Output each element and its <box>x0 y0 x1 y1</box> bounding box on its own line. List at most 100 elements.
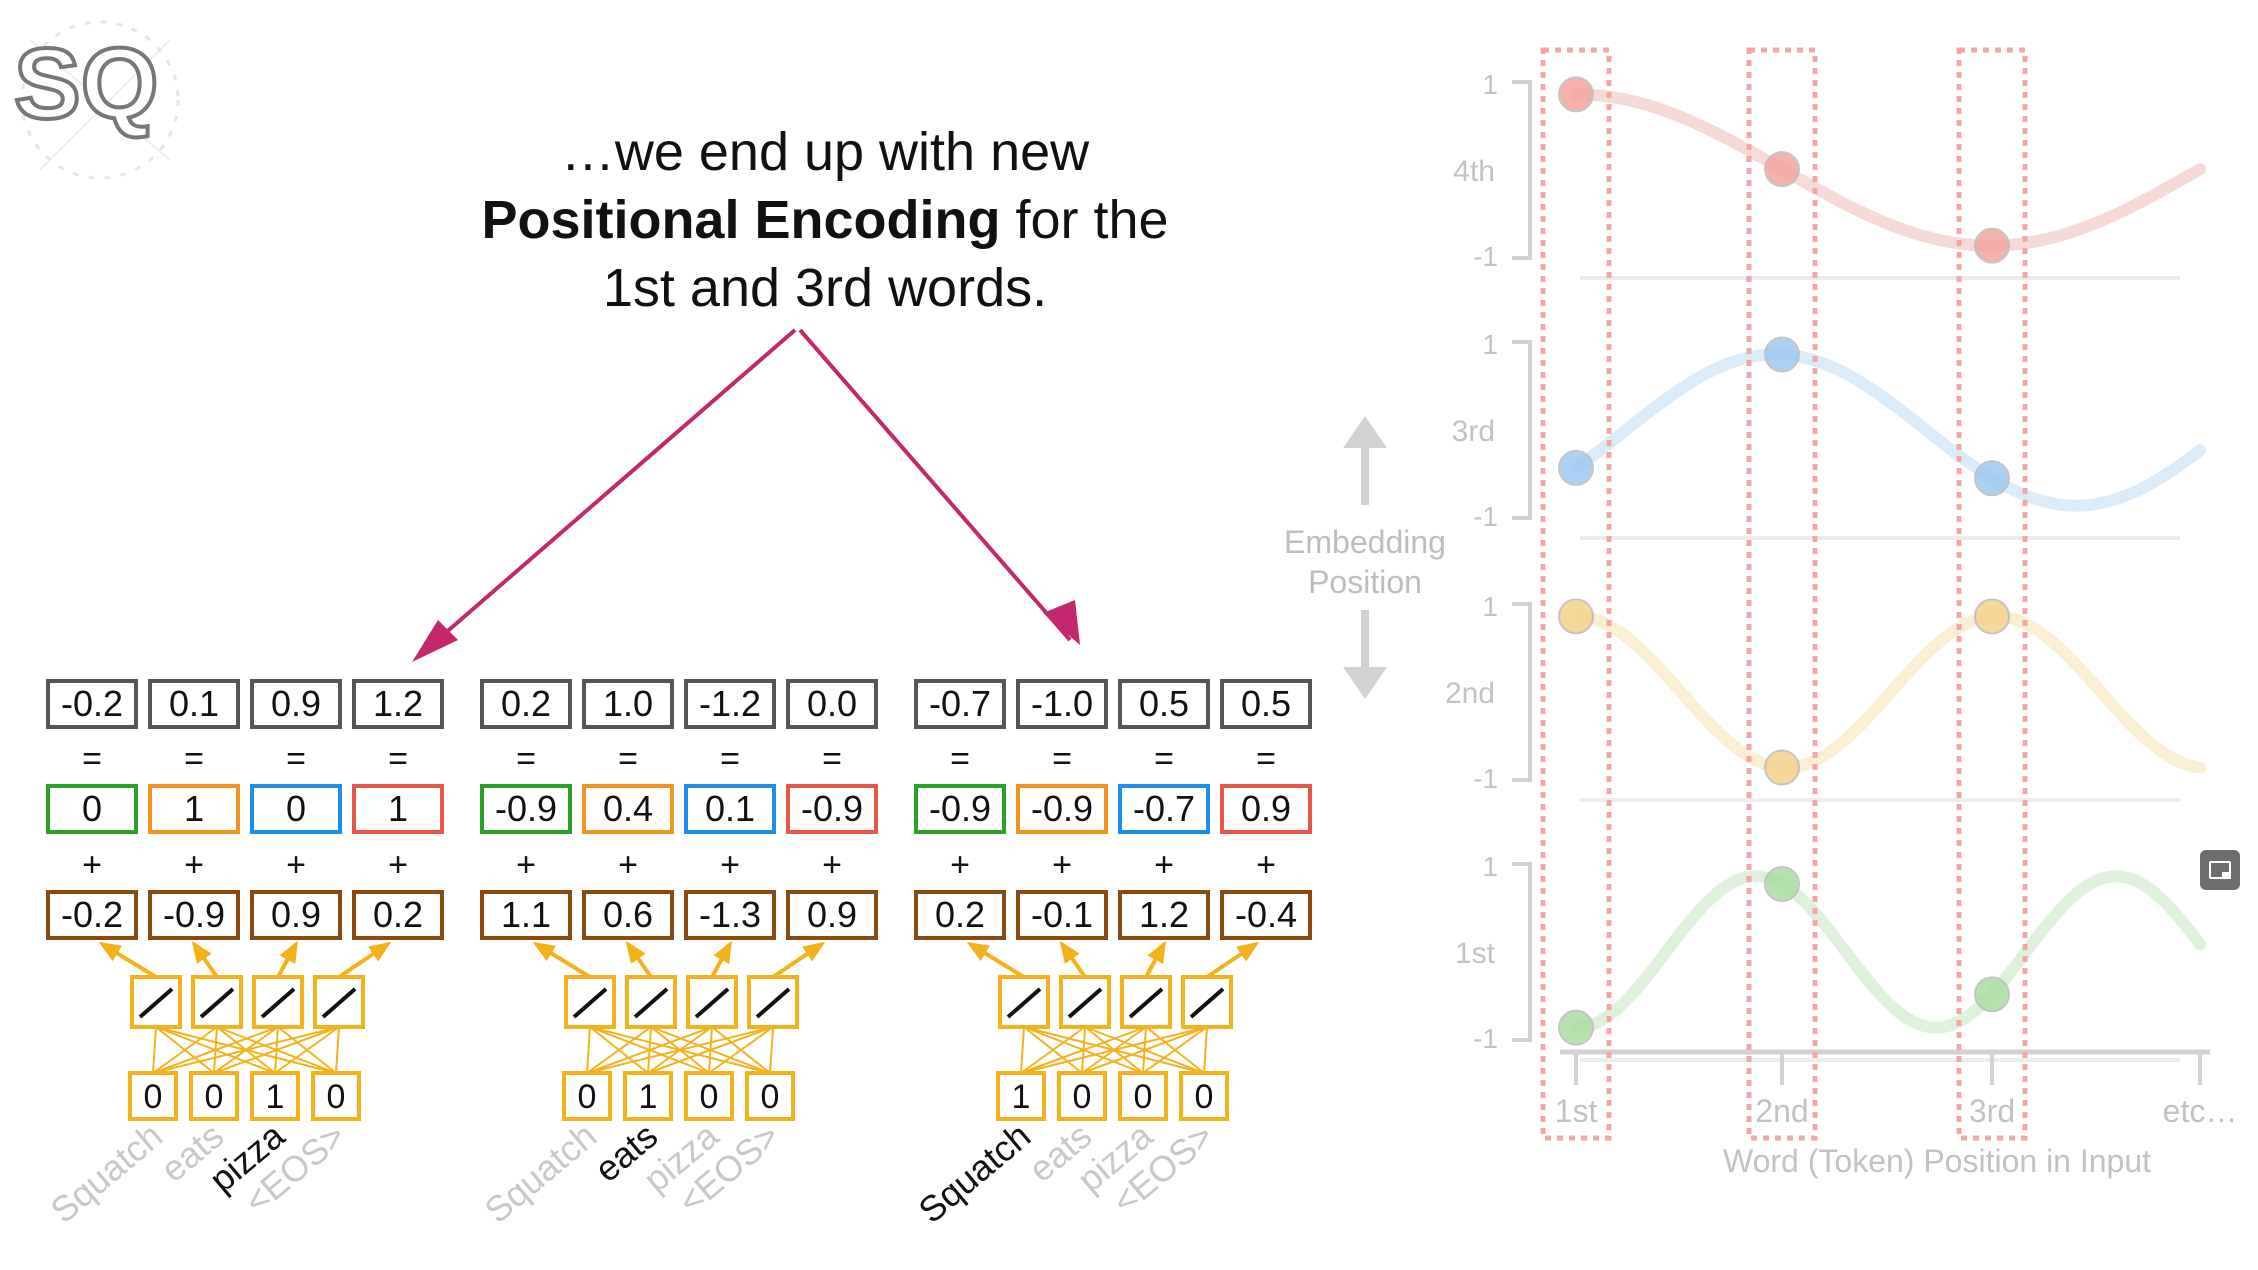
embedding-value: -0.9 <box>163 894 225 935</box>
sine-curve <box>1570 88 2206 252</box>
embedding-box <box>1016 890 1108 940</box>
weight-connection <box>769 1026 774 1074</box>
caption-line-1: …we end up with new <box>560 122 1090 182</box>
weight-connection <box>1023 1026 1144 1074</box>
activation-arrow <box>625 940 653 979</box>
embedding-value: -0.2 <box>61 894 123 935</box>
equals-sign: = <box>1256 740 1276 778</box>
encoding-point <box>1558 598 1594 635</box>
row-label: 4th <box>1453 155 1495 188</box>
encoding-box <box>148 784 240 834</box>
weight-connection <box>155 1026 215 1074</box>
input-value: 0 <box>1134 1078 1153 1116</box>
logo: SQ <box>12 20 180 180</box>
activation-arrow <box>98 941 158 979</box>
encoding-box <box>1220 784 1312 834</box>
identity-line-icon <box>1128 987 1164 1019</box>
position-highlight <box>1956 47 2028 1141</box>
sum-box <box>1118 679 1210 729</box>
identity-line-icon <box>572 987 608 1019</box>
sum-value: 1.0 <box>603 683 653 724</box>
arrowhead-down-icon <box>1343 667 1387 699</box>
input-value: 0 <box>700 1078 719 1116</box>
embedding-value: 1.1 <box>501 894 551 935</box>
caption-line-2-rest: for the <box>1000 190 1169 250</box>
arrow-to-third-word <box>798 328 1072 642</box>
equals-sign: = <box>82 740 102 778</box>
y-tick-top: 1 <box>1482 329 1498 360</box>
encoding-value: 0 <box>82 788 102 829</box>
plot-row-1: 1 -1 4th <box>1453 69 2206 280</box>
encoding-box <box>1016 784 1108 834</box>
weight-connection <box>1203 1026 1208 1074</box>
y-axis <box>1512 80 1532 260</box>
positional-encoding-plot: EmbeddingPosition1-14th1-13rd1-12nd1-11s… <box>1284 47 2238 1179</box>
encoding-box <box>46 784 138 834</box>
caption-bold: Positional Encoding <box>481 190 1001 250</box>
sum-box <box>250 679 342 729</box>
sum-box <box>582 679 674 729</box>
sum-box <box>914 679 1006 729</box>
y-tick-top: 1 <box>1482 69 1498 100</box>
encoding-value: 0.9 <box>1241 788 1291 829</box>
y-axis <box>1512 862 1532 1042</box>
encoding-point <box>1764 865 1800 902</box>
position-highlight <box>1746 47 1818 1141</box>
encoding-value: 0 <box>286 788 306 829</box>
sum-value: 0.1 <box>169 683 219 724</box>
encoding-value: 1 <box>388 788 408 829</box>
embedding-value: -0.4 <box>1235 894 1297 935</box>
identity-line-icon <box>633 987 669 1019</box>
embedding-box <box>582 890 674 940</box>
embedding-box <box>148 890 240 940</box>
y-tick-bottom: -1 <box>1473 241 1498 272</box>
embedding-box <box>684 890 776 940</box>
y-tick-top: 1 <box>1482 591 1498 622</box>
input-value: 0 <box>1195 1078 1214 1116</box>
sum-box <box>1016 679 1108 729</box>
identity-line-icon <box>755 987 791 1019</box>
equals-sign: = <box>950 740 970 778</box>
activation-arrow <box>276 940 298 978</box>
equals-sign: = <box>1052 740 1072 778</box>
encoding-point <box>1764 749 1800 786</box>
sum-value: 0.2 <box>501 683 551 724</box>
row-label: 1st <box>1455 937 1496 970</box>
plus-sign: + <box>82 846 102 884</box>
x-tick-label: etc… <box>2163 1093 2238 1129</box>
identity-line-icon <box>138 987 174 1019</box>
caption-line-3: 1st and 3rd words. <box>602 258 1048 318</box>
plus-sign: + <box>516 846 536 884</box>
y-tick-bottom: -1 <box>1473 763 1498 794</box>
weight-connection <box>1145 1026 1205 1074</box>
embedding-box <box>352 890 444 940</box>
plus-sign: + <box>1052 846 1072 884</box>
encoding-value: -0.9 <box>929 788 991 829</box>
fullscreen-button[interactable] <box>2200 850 2240 890</box>
activation-node <box>1120 975 1172 1029</box>
encoding-point <box>1558 76 1594 113</box>
plus-sign: + <box>286 846 306 884</box>
activation-arrow <box>1144 940 1166 978</box>
encoding-point <box>1974 227 2010 264</box>
logo-text: SQ <box>14 28 158 140</box>
encoding-value: 0.1 <box>705 788 755 829</box>
sine-curve <box>1570 348 2206 512</box>
plus-sign: + <box>720 846 740 884</box>
equals-sign: = <box>618 740 638 778</box>
sum-box <box>1220 679 1312 729</box>
encoding-point <box>1558 449 1594 486</box>
embedding-box <box>914 890 1006 940</box>
input-box <box>1057 1071 1107 1121</box>
activation-arrow <box>337 941 392 979</box>
token-label: Squatch <box>43 1115 171 1231</box>
sum-value: 1.2 <box>373 683 423 724</box>
equals-sign: = <box>822 740 842 778</box>
token-label: Squatch <box>911 1115 1039 1231</box>
